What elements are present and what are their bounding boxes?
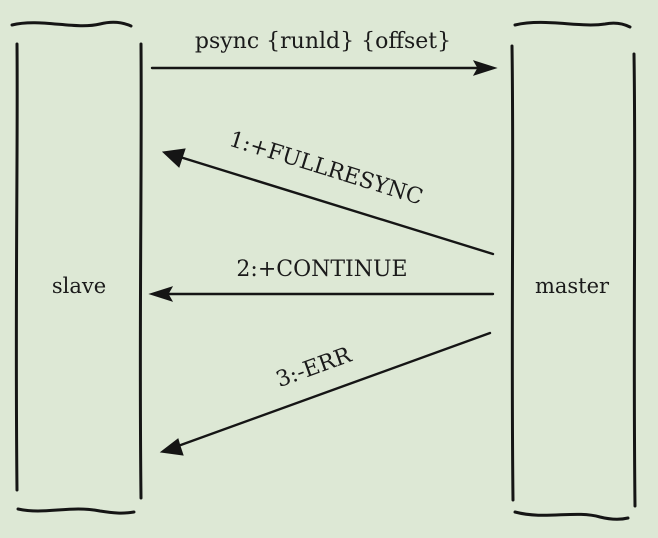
psync-message: psync {runld} {offset} xyxy=(150,29,498,76)
continue-arrowhead xyxy=(148,286,174,302)
err-arrowhead xyxy=(159,438,184,456)
err-arrow-line xyxy=(176,331,492,448)
master-bottom-border xyxy=(513,510,630,521)
master-label: master xyxy=(535,274,610,298)
fullresync-arrow-line xyxy=(178,155,495,256)
continue-label: 2:+CONTINUE xyxy=(236,257,407,282)
master-left-border xyxy=(510,44,515,502)
slave-bottom-border xyxy=(16,507,136,515)
psync-arrowhead xyxy=(472,60,498,76)
master-top-border xyxy=(513,20,632,29)
slave-left-border xyxy=(14,42,19,492)
psync-label: psync {runld} {offset} xyxy=(195,29,451,54)
fullresync-arrowhead xyxy=(161,148,186,168)
slave-label: slave xyxy=(52,274,106,298)
fullresync-message: 1:+FULLRESYNC xyxy=(161,127,495,256)
err-message: 3:-ERR xyxy=(159,331,492,456)
continue-message: 2:+CONTINUE xyxy=(148,257,495,302)
slave-participant: slave xyxy=(10,20,143,515)
fullresync-label: 1:+FULLRESYNC xyxy=(226,127,426,210)
slave-top-border xyxy=(10,20,133,28)
master-participant: master xyxy=(510,20,637,521)
master-right-border xyxy=(632,52,637,508)
slave-right-border xyxy=(138,42,143,500)
